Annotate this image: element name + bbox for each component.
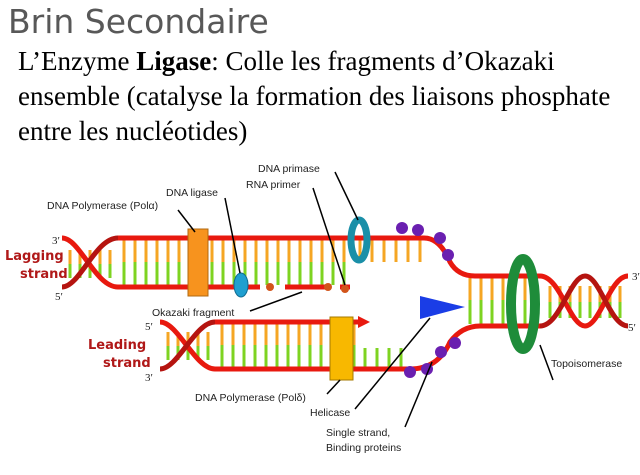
helicase xyxy=(420,296,465,319)
dna-primase xyxy=(347,216,371,264)
left-helix-leading-b xyxy=(159,319,216,372)
end-5-right: 5′ xyxy=(628,322,636,334)
right-helix-a xyxy=(539,273,629,329)
label-pol-alpha: DNA Polymerase (Polα) xyxy=(47,200,158,212)
body-bold-ligase: Ligase xyxy=(136,46,212,76)
end-5-leading: 5′ xyxy=(145,321,153,333)
right-helix-b xyxy=(539,273,629,329)
left-helix-lagging-b xyxy=(61,235,119,290)
end-3-right: 3′ xyxy=(632,271,640,283)
topoisomerase xyxy=(506,254,540,354)
label-rna-primer: RNA primer xyxy=(246,179,301,191)
label-okazaki-fragment: Okazaki fragment xyxy=(152,307,234,319)
slide-body-text: L’Enzyme Ligase: Colle les fragments d’O… xyxy=(18,44,638,149)
end-3-lagging: 3′ xyxy=(52,235,60,247)
end-5-lagging: 5′ xyxy=(55,291,63,303)
label-lagging: Lagging xyxy=(5,249,64,264)
single-strand-binding-proteins xyxy=(396,222,461,378)
label-ssb-line2: Binding proteins xyxy=(326,442,401,454)
label-leading-strand: strand xyxy=(103,356,151,371)
lagging-template-strand xyxy=(118,235,540,279)
label-ssb-line1: Single strand, xyxy=(326,427,390,439)
body-prefix: L’Enzyme xyxy=(18,46,137,76)
end-3-leading: 3′ xyxy=(145,372,153,384)
leading-direction-arrow xyxy=(358,316,370,328)
dna-polymerase-delta xyxy=(329,316,354,381)
rna-primers xyxy=(266,283,349,293)
body-rest: : Colle les fragments d’Okazaki ensemble… xyxy=(18,46,611,146)
label-dna-primase: DNA primase xyxy=(258,163,320,175)
pointer-lines xyxy=(177,171,554,428)
label-helicase: Helicase xyxy=(310,407,350,419)
label-dna-ligase: DNA ligase xyxy=(166,187,218,199)
label-leading: Leading xyxy=(88,338,146,353)
dna-ligase xyxy=(233,272,249,298)
label-topoisomerase: Topoisomerase xyxy=(551,358,622,370)
slide-title: Brin Secondaire xyxy=(8,2,269,41)
label-lagging-strand: strand xyxy=(20,267,68,282)
dna-polymerase-alpha xyxy=(187,228,209,297)
label-pol-delta: DNA Polymerase (Polδ) xyxy=(195,392,306,404)
